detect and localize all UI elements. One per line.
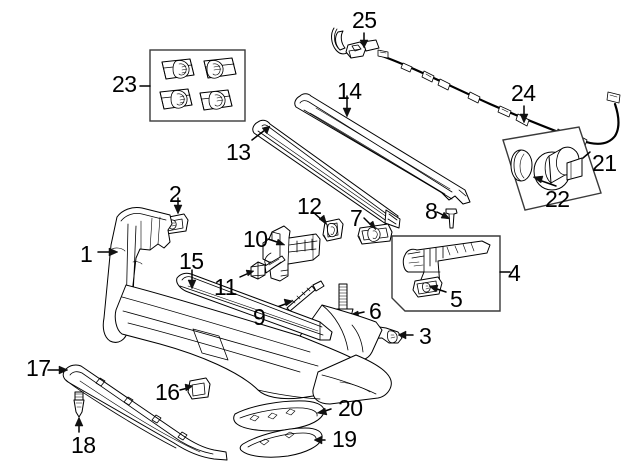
clip-retainer (312, 211, 344, 242)
harness-clip (400, 62, 413, 73)
upper-seal-strip (251, 119, 401, 229)
hex-flange-bolt (239, 255, 286, 280)
harness-connector (331, 27, 380, 59)
park-sensor-kit-box (502, 126, 602, 211)
tapping-screw (271, 280, 325, 312)
harness-clip (421, 70, 435, 83)
harness-end-connector (606, 91, 621, 104)
valance-screw (73, 391, 85, 433)
callout-16: 16 (155, 379, 180, 405)
callout-9: 9 (253, 304, 266, 330)
callout-23: 23 (112, 71, 137, 97)
callout-4: 4 (508, 260, 521, 286)
corner-clip (179, 377, 211, 400)
sensor-clip (203, 57, 237, 79)
callout-3: 3 (419, 323, 432, 349)
sensor-clip (199, 89, 233, 111)
reinforcement-beam (294, 93, 471, 205)
callout-15: 15 (179, 248, 204, 274)
callout-18: 18 (71, 432, 96, 458)
harness-clip (377, 49, 389, 59)
push-pin-clip (436, 208, 458, 229)
impact-absorber-bar (176, 269, 333, 341)
callout-2: 2 (169, 181, 182, 207)
callout-10: 10 (243, 226, 268, 252)
park-sensor (533, 146, 583, 191)
sensor-clip (161, 58, 195, 80)
callout-13: 13 (226, 139, 251, 165)
callout-1: 1 (80, 241, 93, 267)
lower-trim-molding (239, 427, 326, 458)
retainer-block (412, 276, 443, 298)
rear-bumper-cover (97, 207, 392, 405)
callout-20: 20 (338, 395, 363, 421)
callout-5: 5 (450, 286, 463, 312)
harness-clip (437, 78, 451, 91)
sensor-clip (159, 88, 193, 110)
callout-12: 12 (297, 193, 322, 219)
callout-24: 24 (511, 80, 536, 106)
callout-17: 17 (26, 355, 51, 381)
callout-14: 14 (337, 78, 362, 104)
small-bracket (357, 217, 393, 245)
callout-19: 19 (332, 426, 357, 452)
sensor-retainer-ring (510, 149, 533, 182)
side-bracket-kit-box (391, 235, 511, 312)
harness-clip (467, 91, 481, 104)
callout-11: 11 (214, 274, 237, 300)
lower-grille-insert (233, 400, 332, 432)
energy-absorber-bracket (262, 225, 321, 282)
callout-6: 6 (369, 298, 382, 324)
harness-clip (497, 105, 512, 118)
sensor-wiring-harness (377, 49, 621, 147)
callout-25: 25 (352, 7, 377, 33)
lower-valance (47, 364, 228, 461)
callout-22: 22 (545, 186, 570, 212)
sensor-clip-set-box (139, 49, 246, 122)
callout-8: 8 (425, 198, 438, 224)
callout-7: 7 (350, 205, 363, 231)
callout-21: 21 (592, 150, 617, 176)
